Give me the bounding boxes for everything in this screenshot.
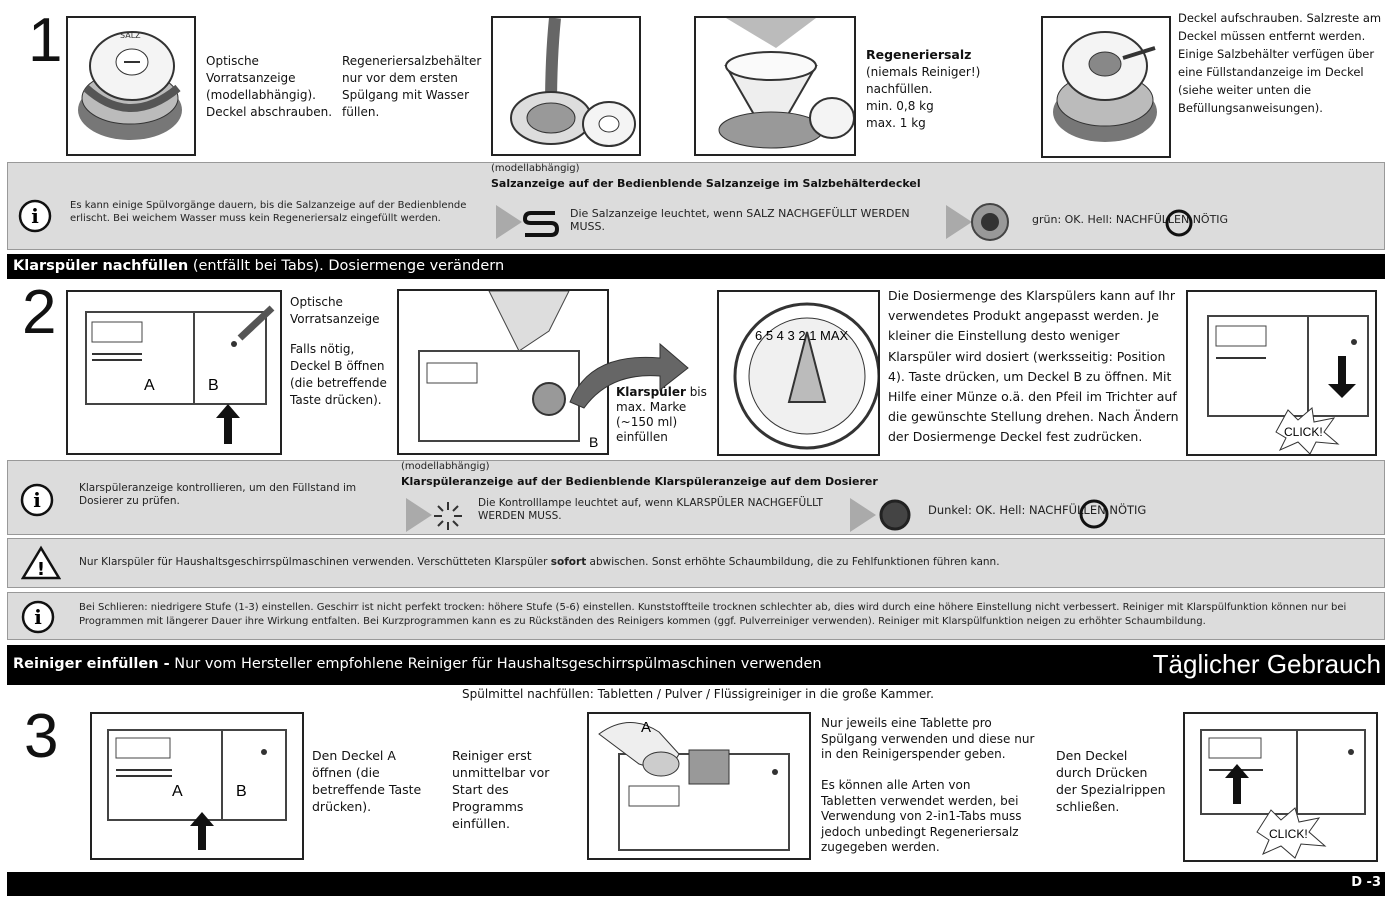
salt-funnel-illustration — [718, 18, 854, 149]
arrow-triangle-icon — [850, 498, 876, 532]
salt-lid-indicator-icon — [971, 203, 1009, 241]
rinse-indicator-heading: Klarspüleranzeige auf der Bedienblende K… — [401, 475, 878, 488]
footer-bar: D -3 — [7, 872, 1385, 896]
curved-arrow-icon — [569, 342, 689, 409]
screw-cap-illustration — [1053, 31, 1157, 142]
rinse-aid-bar-subtitle: (entfällt bei Tabs). Dosiermenge verände… — [188, 258, 505, 274]
click-label-2: CLICK! — [1284, 425, 1323, 439]
rinse-info-band — [7, 460, 1385, 535]
rinse-fill-caption: Klarspüler bis max. Marke (~150 ml) einf… — [616, 385, 707, 445]
rinse-aid-section-bar: Klarspüler nachfüllen (entfällt bei Tabs… — [7, 254, 1385, 279]
compartment-b-label: B — [208, 377, 219, 394]
salt-indicator-heading: Salzanzeige auf der Bedienblende Salzanz… — [491, 177, 921, 190]
detergent-bar-title: Reiniger einfüllen - — [13, 656, 170, 672]
fill-water-figure — [491, 16, 641, 156]
rinse-info-text: Klarspüleranzeige kontrollieren, um den … — [79, 482, 357, 507]
svg-text:i: i — [33, 488, 41, 512]
step-number-2: 2 — [22, 278, 57, 347]
rinse-fill-bold: Klarspüler — [616, 385, 686, 399]
dispenser-ring-icon — [1079, 499, 1109, 529]
salt-model-note: (modellabhängig) — [491, 163, 580, 174]
streaks-info-band — [7, 592, 1385, 640]
fill-salt-figure — [694, 16, 856, 156]
step-number-1: 1 — [28, 6, 63, 75]
arrow-triangle-icon — [406, 498, 432, 532]
arrow-triangle-icon — [946, 205, 972, 239]
click-label-3: CLICK! — [1269, 827, 1308, 841]
info-icon: i — [18, 199, 52, 233]
tablet-insert-illustration: A — [598, 719, 790, 851]
salt-title: Regeneriersalz — [866, 47, 972, 62]
streaks-info-text: Bei Schlieren: niedrigere Stufe (1-3) ei… — [79, 602, 1347, 627]
compartment-a-label: A — [144, 377, 155, 394]
compartment-b-label-3: B — [236, 783, 247, 800]
caption-screw-cap: Deckel aufschrauben. Salzreste am Deckel… — [1178, 11, 1382, 115]
svg-text:!: ! — [37, 559, 45, 580]
detergent-dispenser-illustration: A B — [107, 729, 287, 850]
salt-cap-illustration: SALZ — [78, 31, 182, 140]
page-number: D -3 — [1351, 875, 1381, 890]
info-icon: i — [20, 483, 54, 517]
compartment-a-label-3: A — [172, 783, 183, 800]
rinse-indicator-figure: A B — [66, 290, 282, 455]
warning-text: Nur Klarspüler für Haushaltsgeschirrspül… — [79, 556, 1000, 568]
svg-text:i: i — [31, 204, 39, 228]
salt-instructions: (niemals Reiniger!) nachfüllen. min. 0,8… — [866, 65, 981, 130]
caption-close-lid: Den Deckel durch Drücken der Spezialripp… — [1056, 748, 1166, 814]
caption-fill-detergent: Reiniger erst unmittelbar vor Start des … — [452, 748, 550, 831]
dosage-dial-illustration: 6 5 4 3 2 1 MAX — [733, 302, 878, 450]
screw-cap-figure — [1041, 16, 1171, 158]
caption-tabs: Nur jeweils eine Tablette pro Spülgang v… — [821, 716, 1035, 854]
detergent-bar-subtitle: Nur vom Hersteller empfohlene Reiniger f… — [169, 656, 822, 672]
detergent-fill-figure: A — [587, 712, 811, 860]
salt-panel-text: Die Salzanzeige leuchtet, wenn SALZ NACH… — [570, 207, 910, 233]
lid-ring-icon — [1165, 209, 1193, 237]
rinse-fill-figure: B — [397, 289, 609, 455]
info-icon: i — [21, 600, 55, 634]
detergent-close-figure: CLICK! — [1183, 712, 1378, 862]
cap-label: SALZ — [120, 31, 141, 40]
rinse-fill-rest: bis max. Marke (~150 ml) einfüllen — [616, 385, 707, 444]
dispenser-illustration: A B — [85, 305, 275, 444]
step3-top-note: Spülmittel nachfüllen: Tabletten / Pulve… — [462, 687, 934, 701]
caption-indicator-1: Optische Vorratsanzeige (modellabhängig)… — [206, 54, 333, 119]
water-pouring-illustration — [510, 18, 636, 147]
rinse-close-figure: CLICK! — [1186, 290, 1377, 456]
dispenser-closed-illustration: CLICK! — [1207, 315, 1369, 454]
arrow-triangle-icon — [496, 205, 522, 239]
dosage-dial-figure: 6 5 4 3 2 1 MAX — [717, 290, 880, 456]
section-title: Täglicher Gebrauch — [1152, 649, 1381, 679]
salt-info-text: Es kann einige Spülvorgänge dauern, bis … — [70, 200, 467, 224]
salt-info-band — [7, 162, 1385, 250]
rinse-aid-bar-title: Klarspüler nachfüllen — [13, 258, 189, 274]
compartment-a-label-4: A — [641, 719, 651, 736]
detergent-closed-illustration: CLICK! — [1200, 729, 1366, 859]
dosage-description: Die Dosiermenge des Klarspülers kann auf… — [888, 288, 1179, 445]
warning-emphasis: sofort — [550, 556, 587, 568]
caption-fill-water: Regeneriersalzbehälter nur vor dem erste… — [342, 54, 482, 119]
rinse-dispenser-text: Dunkel: OK. Hell: NACHFÜLLEN NÖTIG — [928, 503, 1147, 517]
salt-indicator-icon — [522, 211, 560, 237]
salt-cap-figure: SALZ — [66, 16, 196, 156]
rinse-panel-text: Die Kontrolllampe leuchtet auf, wenn KLA… — [478, 497, 823, 522]
step-number-3: 3 — [24, 702, 59, 771]
rinse-lamp-icon — [434, 502, 462, 530]
rinse-bottle-illustration: B — [418, 291, 598, 450]
detergent-section-bar: Reiniger einfüllen - Nur vom Hersteller … — [7, 645, 1385, 685]
rinse-dispenser-indicator-icon — [879, 499, 911, 531]
caption-open-a: Den Deckel A öffnen (die betreffende Tas… — [312, 748, 422, 814]
dial-scale: 6 5 4 3 2 1 MAX — [755, 328, 849, 343]
warning-band — [7, 538, 1385, 588]
svg-text:i: i — [34, 605, 42, 629]
detergent-open-figure: A B — [90, 712, 304, 860]
rinse-model-note: (modellabhängig) — [401, 461, 490, 472]
caption-indicator-2: Optische Vorratsanzeige — [290, 295, 380, 326]
warning-icon: ! — [21, 545, 61, 580]
salt-lid-text: grün: OK. Hell: NACHFÜLLEN NÖTIG — [1032, 213, 1229, 226]
compartment-b-label-2: B — [589, 434, 598, 450]
caption-open-b: Falls nötig, Deckel B öffnen (die betref… — [290, 342, 387, 407]
